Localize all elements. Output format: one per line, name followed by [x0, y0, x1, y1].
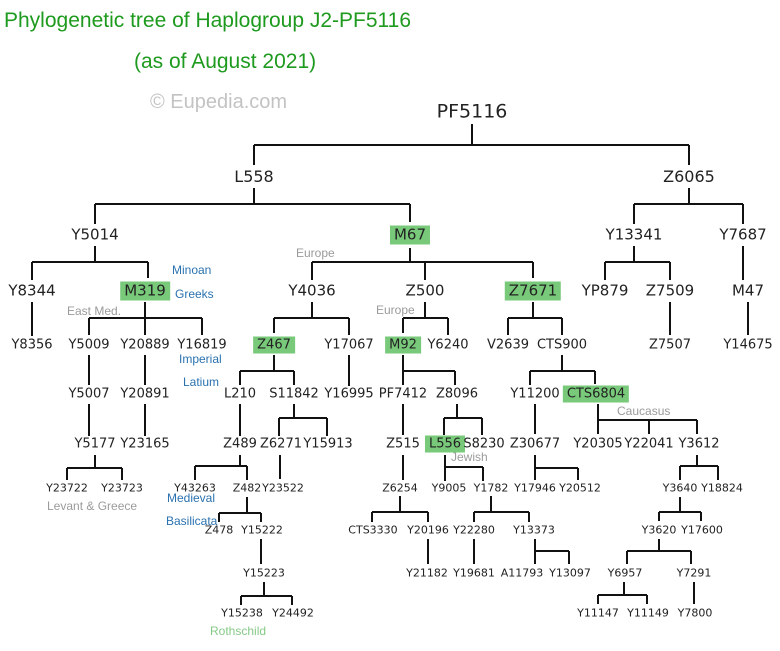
node-l210: L210	[223, 386, 257, 402]
node-y23522: Y23522	[262, 481, 304, 495]
node-cts900: CTS900	[536, 337, 588, 353]
node-z7671-highlighted: Z7671	[504, 281, 562, 301]
node-cts3330: CTS3330	[348, 523, 398, 537]
node-z489: Z489	[223, 436, 257, 452]
node-y23165: Y23165	[120, 436, 170, 452]
copyright-watermark: © Eupedia.com	[150, 91, 288, 113]
chart-subtitle-date: (as of August 2021)	[134, 50, 317, 73]
node-l558: L558	[234, 167, 274, 186]
region-label-levant-greece: Levant & Greece	[47, 499, 138, 513]
node-m47: M47	[731, 281, 765, 300]
node-y3640: Y3640	[662, 481, 698, 495]
node-z7509: Z7509	[645, 281, 695, 300]
node-y1782: Y1782	[473, 481, 509, 495]
node-y43263: Y43263	[174, 481, 216, 495]
node-z6254: Z6254	[382, 481, 418, 495]
node-y23723: Y23723	[101, 481, 143, 495]
node-a11793: A11793	[500, 566, 544, 580]
node-y20196: Y20196	[407, 523, 449, 537]
node-y18824: Y18824	[701, 481, 743, 495]
node-y6240: Y6240	[427, 337, 469, 353]
region-label-jewish: Jewish	[451, 450, 488, 464]
region-label-latium: Latium	[183, 375, 220, 389]
node-z500: Z500	[405, 281, 445, 300]
node-m92-highlighted: M92	[385, 336, 421, 354]
node-y15223: Y15223	[243, 566, 285, 580]
node-z467-highlighted: Z467	[253, 336, 295, 354]
node-y17600: Y17600	[681, 523, 723, 537]
node-y3620: Y3620	[641, 523, 677, 537]
node-z6271: Z6271	[260, 436, 302, 452]
region-label-east-med: East Med.	[67, 304, 122, 318]
node-y13373: Y13373	[513, 523, 555, 537]
region-label-rothschild: Rothschild	[210, 624, 267, 638]
node-y7291: Y7291	[676, 566, 712, 580]
node-pf5116: PF5116	[436, 100, 508, 123]
node-y13341: Y13341	[605, 225, 663, 244]
node-y14675: Y14675	[723, 337, 773, 353]
node-pf7412: PF7412	[378, 386, 428, 402]
node-y17067: Y17067	[324, 337, 374, 353]
chart-title: Phylogenetic tree of Haplogroup J2-PF511…	[4, 9, 412, 32]
region-label-medieval: Medieval	[167, 491, 216, 505]
node-y19681: Y19681	[453, 566, 495, 580]
node-z8096: Z8096	[436, 386, 478, 402]
region-label-imperial: Imperial	[179, 352, 222, 366]
node-y5014: Y5014	[71, 225, 119, 244]
node-y15222: Y15222	[241, 523, 283, 537]
node-yp879: YP879	[581, 281, 629, 300]
node-y11147: Y11147	[577, 606, 619, 620]
node-y4036: Y4036	[288, 281, 336, 300]
region-label-europe-z500: Europe	[376, 303, 415, 317]
node-y20891: Y20891	[120, 386, 170, 402]
node-m67-highlighted: M67	[389, 225, 431, 245]
region-label-caucasus: Caucasus	[617, 404, 671, 418]
node-y13097: Y13097	[549, 566, 591, 580]
node-y5009: Y5009	[68, 337, 110, 353]
node-y16995: Y16995	[324, 386, 374, 402]
node-y5177: Y5177	[74, 436, 116, 452]
node-z7507: Z7507	[649, 337, 691, 353]
region-label-minoan: Minoan	[172, 263, 212, 277]
region-label-basilicata: Basilicata	[166, 514, 218, 528]
node-y11200: Y11200	[510, 386, 560, 402]
node-y20305: Y20305	[573, 436, 623, 452]
node-y7800: Y7800	[677, 606, 713, 620]
region-label-europe-m67: Europe	[296, 246, 335, 260]
node-y22280: Y22280	[453, 523, 495, 537]
node-v2639: V2639	[487, 337, 529, 353]
node-y3612: Y3612	[678, 436, 720, 452]
node-z6065: Z6065	[663, 167, 715, 186]
node-y5007: Y5007	[68, 386, 110, 402]
node-m319-highlighted: M319	[120, 281, 170, 301]
node-s11842: S11842	[269, 386, 319, 402]
node-l556-highlighted: L556	[424, 435, 466, 453]
node-y9005: Y9005	[431, 481, 467, 495]
node-y15238: Y15238	[221, 606, 263, 620]
node-y20889: Y20889	[120, 337, 170, 353]
node-y20512: Y20512	[559, 481, 601, 495]
region-label-greeks: Greeks	[175, 287, 214, 301]
node-y15913: Y15913	[303, 436, 353, 452]
node-s8230: S8230	[463, 436, 505, 452]
node-y8344: Y8344	[8, 281, 56, 300]
node-cts6804-highlighted: CTS6804	[562, 385, 630, 403]
node-y16819: Y16819	[177, 337, 227, 353]
node-z482: Z482	[232, 481, 262, 495]
node-y24492: Y24492	[272, 606, 314, 620]
node-y22041: Y22041	[624, 436, 674, 452]
node-y6957: Y6957	[607, 566, 643, 580]
node-z478: Z478	[204, 523, 234, 537]
node-z515: Z515	[386, 436, 420, 452]
node-y23722: Y23722	[46, 481, 88, 495]
node-y21182: Y21182	[406, 566, 448, 580]
node-y11149: Y11149	[627, 606, 669, 620]
node-y8356: Y8356	[11, 337, 53, 353]
node-z30677: Z30677	[509, 436, 561, 452]
node-y7687: Y7687	[719, 225, 767, 244]
node-y17946: Y17946	[514, 481, 556, 495]
